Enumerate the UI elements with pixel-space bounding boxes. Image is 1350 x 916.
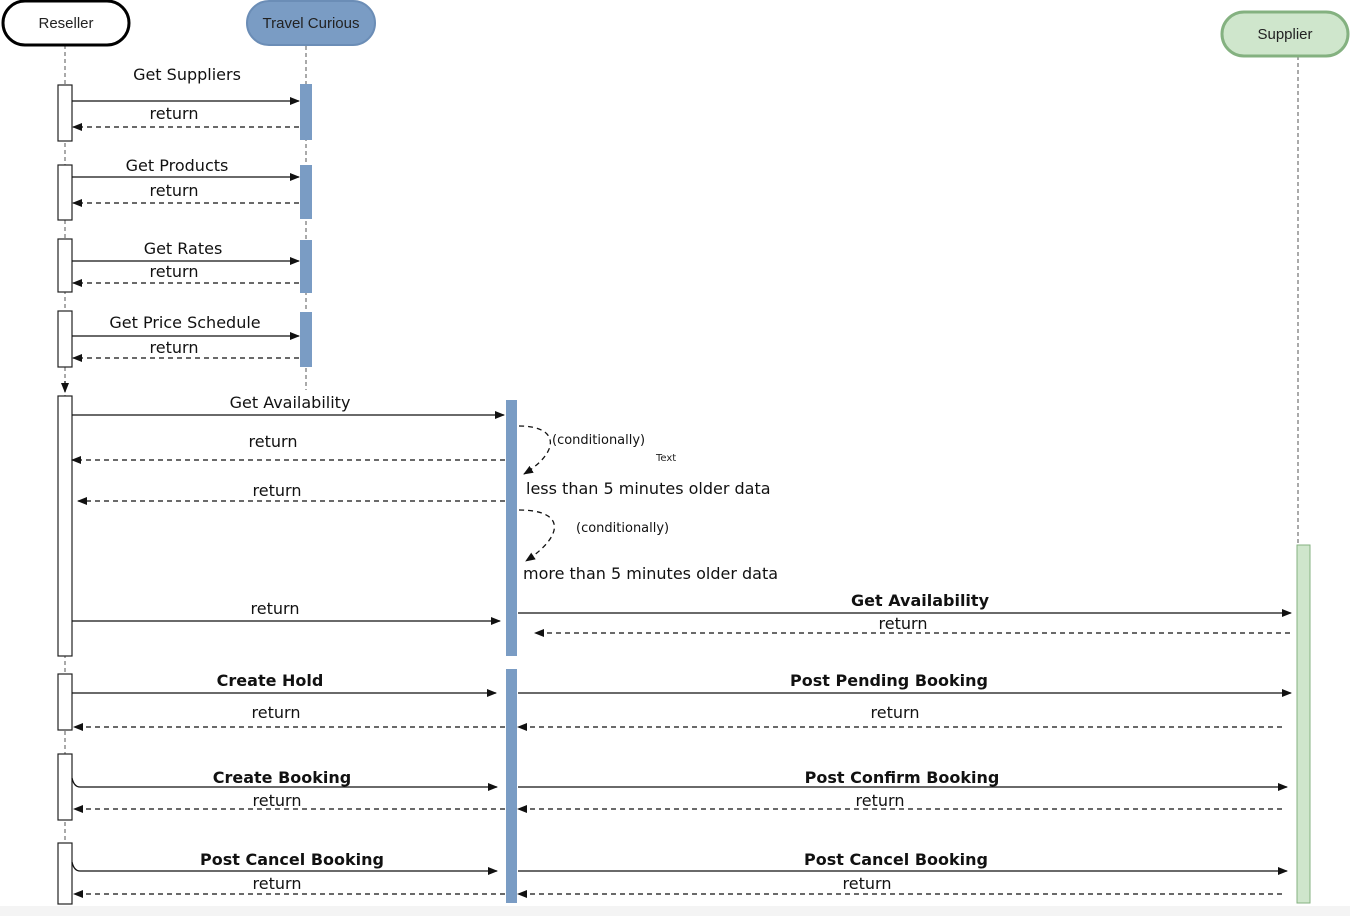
travel-curious-activation — [300, 84, 312, 140]
return-label: return — [879, 614, 928, 633]
conditional-note: (conditionally) — [552, 433, 645, 448]
return-label: return — [150, 104, 199, 123]
reseller-activation — [57, 842, 73, 905]
reseller-activation — [57, 84, 73, 142]
supplier-activation — [1296, 544, 1311, 904]
actor-travel-curious-label: Travel Curious — [263, 15, 360, 32]
return-label: return — [856, 791, 905, 810]
message-label: Post Cancel Booking — [200, 850, 384, 869]
text-note: Text — [655, 453, 676, 464]
travel-curious-activation — [300, 240, 312, 293]
message-label: Get Availability — [851, 591, 990, 610]
return-label: return — [252, 703, 301, 722]
message-label: Get Suppliers — [133, 65, 241, 84]
conditional-note: (conditionally) — [576, 521, 669, 536]
reseller-activation — [57, 673, 73, 731]
message-label: Post Pending Booking — [790, 671, 988, 690]
reseller-activation — [57, 395, 73, 657]
message-arrow — [71, 861, 498, 875]
reseller-activation — [57, 310, 73, 368]
return-label: return — [150, 181, 199, 200]
message-label: Get Price Schedule — [109, 313, 260, 332]
reseller-activation — [57, 238, 73, 293]
actor-supplier-label: Supplier — [1257, 26, 1312, 43]
travel-curious-activation — [300, 165, 312, 219]
message-label: Get Availability — [230, 393, 351, 412]
return-label: return — [843, 874, 892, 893]
travel-curious-activation — [506, 669, 517, 903]
return-label: return — [249, 432, 298, 451]
return-label: return — [253, 791, 302, 810]
reseller-activation — [57, 164, 73, 221]
message-label: Get Products — [126, 156, 229, 175]
return-label: return — [150, 262, 199, 281]
return-label: return — [871, 703, 920, 722]
conditional-self-arrow — [518, 425, 551, 475]
actor-reseller[interactable]: Reseller — [1, 0, 131, 47]
return-label: return — [253, 481, 302, 500]
travel-curious-activation — [506, 400, 517, 656]
message-label: Post Cancel Booking — [804, 850, 988, 869]
message-label: Create Booking — [213, 768, 352, 787]
return-label: return — [251, 599, 300, 618]
actor-supplier[interactable]: Supplier — [1220, 10, 1350, 58]
message-label: Post Confirm Booking — [805, 768, 1000, 787]
reseller-activation — [57, 753, 73, 821]
bottom-edge — [0, 906, 1350, 916]
message-label: Create Hold — [217, 671, 324, 690]
actor-travel-curious[interactable]: Travel Curious — [246, 0, 376, 46]
travel-curious-activation — [300, 312, 312, 367]
actor-reseller-label: Reseller — [38, 15, 93, 32]
return-label: return — [253, 874, 302, 893]
return-label: return — [150, 338, 199, 357]
message-label: Get Rates — [144, 239, 223, 258]
conditional-self-arrow — [518, 509, 555, 562]
more-than-note: more than 5 minutes older data — [523, 564, 778, 583]
message-arrow — [71, 777, 498, 791]
less-than-note: less than 5 minutes older data — [526, 479, 771, 498]
